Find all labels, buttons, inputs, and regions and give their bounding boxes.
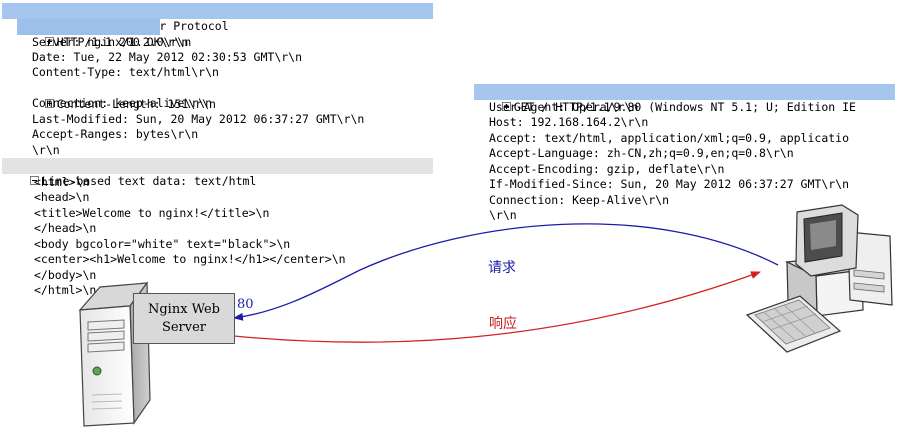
collapse-icon[interactable] xyxy=(29,175,39,185)
expand-icon[interactable] xyxy=(501,101,511,111)
body-line[interactable]: <center><h1>Welcome to nginx!</h1></cent… xyxy=(34,252,346,266)
request-header-line[interactable]: Connection: Keep-Alive\r\n xyxy=(489,193,670,207)
expand-icon[interactable] xyxy=(44,36,54,46)
server-label: Nginx Web Server xyxy=(133,293,235,344)
response-arrow xyxy=(233,271,761,343)
response-header-line[interactable]: Connection: keep-alive\r\n xyxy=(32,96,213,110)
request-header-line[interactable]: \r\n xyxy=(489,208,517,222)
request-header-line[interactable]: Accept-Encoding: gzip, deflate\r\n xyxy=(489,162,725,176)
response-header-line[interactable]: Content-Type: text/html\r\n xyxy=(32,65,219,79)
response-header-line[interactable]: \r\n xyxy=(32,143,60,157)
request-header-line[interactable]: Host: 192.168.164.2\r\n xyxy=(489,115,649,129)
line-based-text-header[interactable]: Line-based text data: text/html xyxy=(2,158,433,188)
request-label: 请求 xyxy=(488,260,516,276)
request-header-line[interactable]: Accept-Language: zh-CN,zh;q=0.9,en;q=0.8… xyxy=(489,146,794,160)
port-number: 80 xyxy=(237,297,254,312)
response-header-content-length[interactable]: Content-Length: 151\r\n xyxy=(17,81,216,111)
request-header-line[interactable]: Accept: text/html, application/xml;q=0.9… xyxy=(489,131,850,145)
response-label: 响应 xyxy=(489,316,517,332)
request-arrow xyxy=(233,223,779,321)
response-status-line[interactable]: HTTP/1.1 200 OK\r\n xyxy=(17,19,188,49)
body-line[interactable]: </head>\n xyxy=(34,221,97,235)
response-header-line[interactable]: Accept-Ranges: bytes\r\n xyxy=(32,127,199,141)
request-line[interactable]: GET / HTTP/1.1\r\n xyxy=(474,84,895,114)
body-line[interactable]: </body>\n xyxy=(34,268,97,282)
body-line[interactable]: <html>\n xyxy=(34,175,90,189)
expand-icon[interactable] xyxy=(44,98,54,108)
response-header-line[interactable]: Last-Modified: Sun, 20 May 2012 06:37:27… xyxy=(32,112,365,126)
body-line[interactable]: <body bgcolor="white" text="black">\n xyxy=(34,237,291,251)
request-header-line[interactable]: If-Modified-Since: Sun, 20 May 2012 06:3… xyxy=(489,177,850,191)
desktop-computer-icon xyxy=(745,204,893,353)
body-line[interactable]: </html>\n xyxy=(34,283,97,297)
server-label-line1: Nginx Web xyxy=(147,301,220,317)
response-header-line[interactable]: Server: nginx/1.2.0\r\n xyxy=(32,35,192,49)
request-header-line[interactable]: User-Agent: Opera/9.80 (Windows NT 5.1; … xyxy=(489,100,856,114)
body-line[interactable]: <title>Welcome to nginx!</title>\n xyxy=(34,206,270,220)
body-line[interactable]: <head>\n xyxy=(34,190,90,204)
server-label-line2: Server xyxy=(161,319,207,335)
response-header-line[interactable]: Date: Tue, 22 May 2012 02:30:53 GMT\r\n xyxy=(32,50,303,64)
